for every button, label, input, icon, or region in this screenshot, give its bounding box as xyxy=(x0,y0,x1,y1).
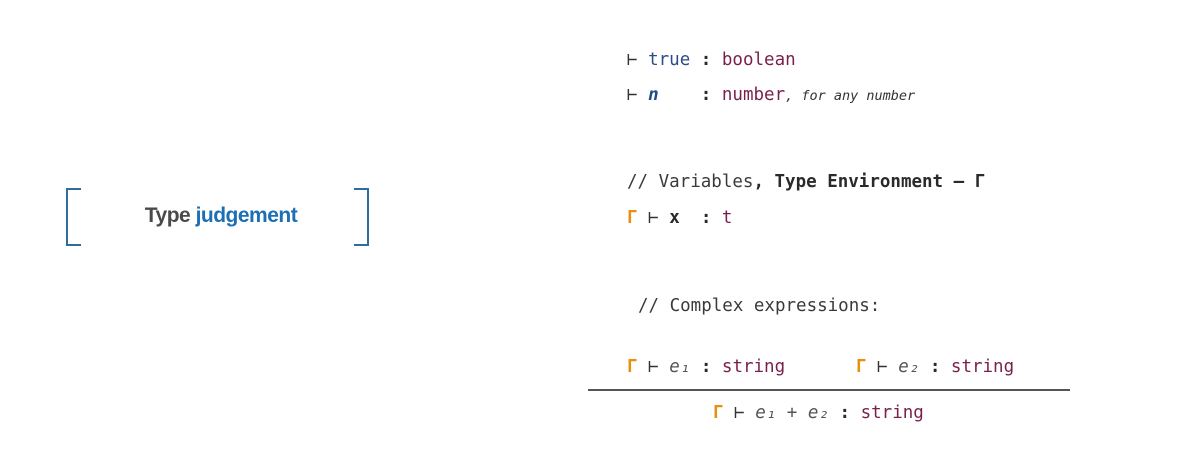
type-t: t xyxy=(721,208,733,228)
complex-comment-text: // Complex expressions: xyxy=(638,296,881,316)
expr-true: true xyxy=(648,50,691,70)
colon: : xyxy=(839,403,851,423)
bool-judgement: ⊢ true : boolean xyxy=(627,49,796,71)
left-bracket xyxy=(66,188,81,246)
type-number: number xyxy=(721,85,786,105)
premise-2: Γ ⊢ e₂ : string xyxy=(856,356,1014,378)
turnstile: ⊢ xyxy=(627,85,638,105)
colon: : xyxy=(929,357,941,377)
gamma-symbol: Γ xyxy=(627,357,638,377)
complex-comment: // Complex expressions: xyxy=(638,295,880,317)
premise-1: Γ ⊢ e₁ : string xyxy=(627,356,785,378)
type-string: string xyxy=(950,357,1015,377)
expr-e1-plus-e2: e₁ + e₂ xyxy=(755,403,829,423)
turnstile: ⊢ xyxy=(648,357,659,377)
gamma-symbol: Γ xyxy=(713,403,724,423)
colon: : xyxy=(700,357,712,377)
type-string: string xyxy=(860,403,924,423)
number-judgement: ⊢ n : number, for any number xyxy=(627,84,915,107)
title-word-judgement: judgement xyxy=(195,204,298,227)
expr-e1: e₁ xyxy=(669,357,691,377)
title-word-type: Type xyxy=(144,204,191,227)
right-bracket xyxy=(354,188,369,246)
colon: : xyxy=(700,50,712,70)
variable-judgement: Γ ⊢ x : t xyxy=(627,207,732,229)
number-note: , for any number xyxy=(785,88,916,104)
type-boolean: boolean xyxy=(721,50,796,70)
gamma-symbol: Γ xyxy=(627,208,638,228)
expr-e2: e₂ xyxy=(898,357,920,377)
turnstile: ⊢ xyxy=(877,357,888,377)
conclusion: Γ ⊢ e₁ + e₂ : string xyxy=(713,402,924,424)
variables-comment-prefix: // Variables xyxy=(627,172,754,192)
title-box: Type judgement xyxy=(66,188,369,246)
colon: : xyxy=(700,85,712,105)
gamma-symbol: Γ xyxy=(856,357,867,377)
slide-title: Type judgement xyxy=(66,204,376,228)
turnstile: ⊢ xyxy=(734,403,745,423)
variables-comment-emphasis: , Type Environment — Γ xyxy=(753,172,986,192)
turnstile: ⊢ xyxy=(627,50,638,70)
expr-x: x xyxy=(669,208,680,228)
turnstile: ⊢ xyxy=(648,208,659,228)
colon: : xyxy=(700,208,712,228)
type-string: string xyxy=(721,357,786,377)
expr-n: n xyxy=(648,85,659,105)
inference-rule-line xyxy=(588,389,1070,391)
variables-comment: // Variables, Type Environment — Γ xyxy=(627,171,985,193)
